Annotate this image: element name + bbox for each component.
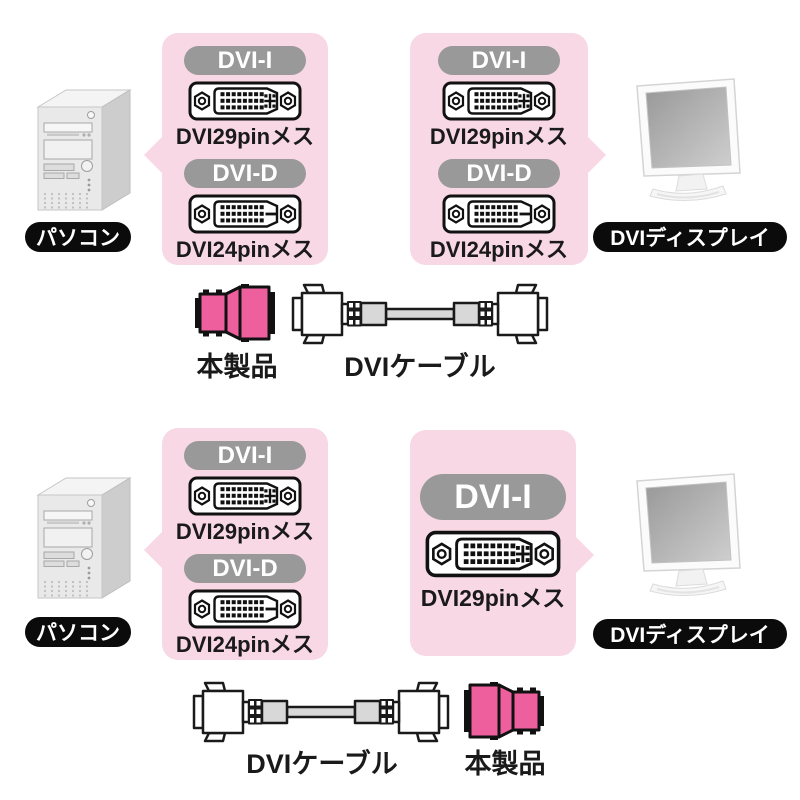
- adapter-label: 本製品: [196, 352, 278, 382]
- callout-arrow-right-icon: [576, 537, 594, 573]
- lcd-monitor-illustration: [636, 473, 741, 597]
- display-ports-panel: DVI-I DVI29pinメス: [410, 430, 576, 656]
- port-caption: DVI24pinメス: [175, 632, 315, 658]
- dvi-i-29pin-female-connector-icon: [188, 81, 302, 121]
- pc-ports-panel: DVI-I DVI29pinメス DVI-D DVI24pinメス: [162, 428, 328, 660]
- callout-arrow-right-icon: [588, 137, 606, 173]
- adapter-product-illustration: [462, 682, 546, 740]
- port-caption: DVI29pinメス: [175, 519, 315, 544]
- callout-arrow-left-icon: [144, 137, 162, 173]
- port-type-pill: DVI-I: [438, 46, 560, 75]
- port-caption: DVI29pinメス: [420, 585, 566, 612]
- dvi-d-24pin-female-connector-icon: [188, 194, 302, 234]
- pc-label: パソコン: [25, 222, 131, 252]
- port-caption: DVI24pinメス: [429, 237, 569, 263]
- display-label: DVIディスプレイ: [593, 619, 787, 649]
- dvi-cable-illustration: [192, 681, 450, 743]
- callout-arrow-left-icon: [144, 532, 162, 568]
- port-type-pill: DVI-I: [420, 474, 566, 521]
- desktop-pc-tower-illustration: [37, 477, 131, 599]
- port-type-pill: DVI-D: [184, 554, 306, 584]
- dvi-d-24pin-female-connector-icon: [188, 589, 302, 629]
- dvi-i-29pin-female-connector-icon: [442, 81, 556, 121]
- port-type-pill: DVI-I: [184, 441, 306, 470]
- dvi-i-29pin-female-connector-icon: [188, 476, 302, 516]
- port-caption: DVI29pinメス: [175, 124, 315, 149]
- dvi-d-24pin-female-connector-icon: [442, 194, 556, 234]
- display-label: DVIディスプレイ: [593, 222, 787, 252]
- port-caption: DVI29pinメス: [429, 124, 569, 149]
- desktop-pc-tower-illustration: [37, 89, 131, 211]
- pc-ports-panel: DVI-I DVI29pinメス DVI-D DVI24pinメス: [162, 33, 328, 265]
- adapter-product-illustration: [193, 284, 277, 342]
- port-type-pill: DVI-D: [438, 159, 560, 189]
- lcd-monitor-illustration: [636, 78, 741, 202]
- cable-label: DVIケーブル: [246, 749, 398, 779]
- port-caption: DVI24pinメス: [175, 237, 315, 263]
- adapter-label: 本製品: [464, 749, 546, 779]
- dvi-cable-illustration: [291, 283, 549, 345]
- dvi-i-29pin-female-connector-icon: [425, 530, 561, 578]
- port-type-pill: DVI-I: [184, 46, 306, 75]
- port-type-pill: DVI-D: [184, 159, 306, 189]
- cable-label: DVIケーブル: [344, 352, 496, 382]
- display-ports-panel: DVI-I DVI29pinメス DVI-D DVI24pinメス: [410, 33, 588, 265]
- pc-label: パソコン: [25, 617, 131, 647]
